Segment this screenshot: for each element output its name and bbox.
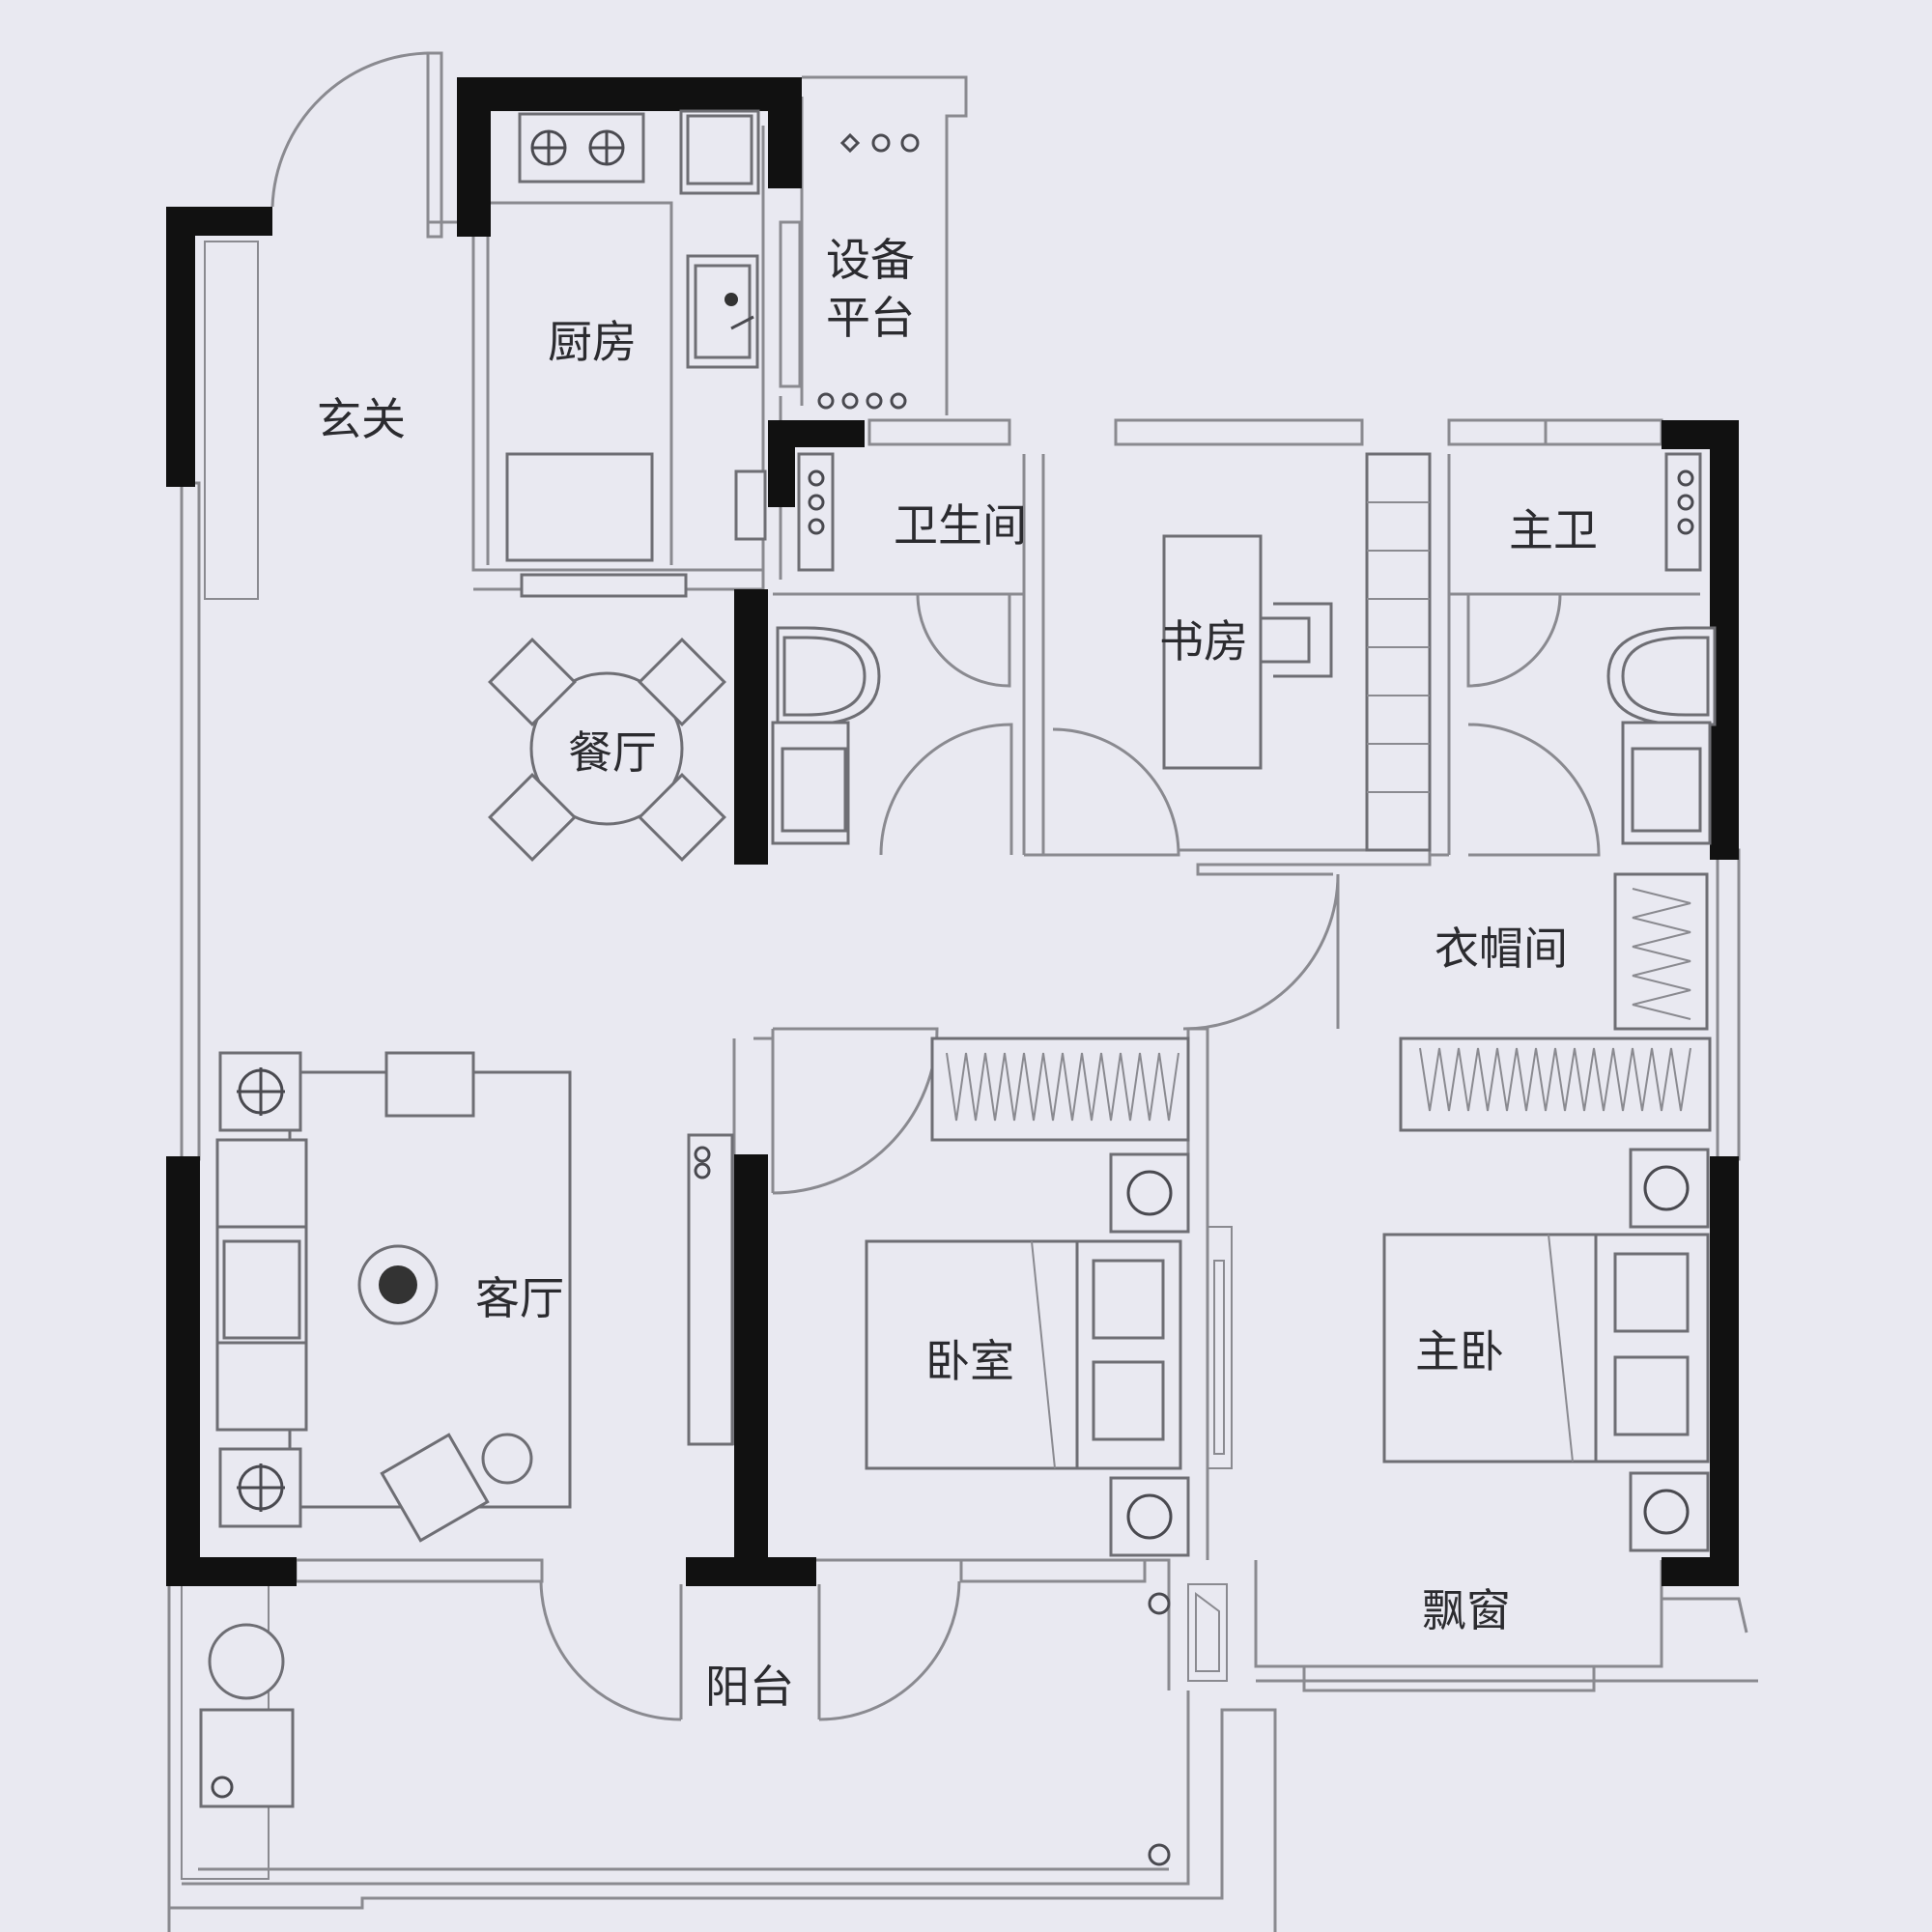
label-balcony: 阳台 (705, 1662, 794, 1712)
label-bay-window: 飘窗 (1422, 1585, 1511, 1635)
label-entrance: 玄关 (317, 394, 406, 444)
label-living-room: 客厅 (475, 1273, 564, 1323)
label-equipment-platform-1: 设备 (826, 235, 915, 285)
label-bathroom: 卫生间 (894, 500, 1027, 551)
label-master-bedroom: 主卧 (1415, 1326, 1504, 1377)
label-bedroom: 卧室 (925, 1336, 1014, 1386)
label-cloakroom: 衣帽间 (1435, 923, 1568, 974)
room-labels: 玄关 厨房 设备 平台 卫生间 书房 主卫 餐厅 衣帽间 客厅 卧室 主卧 飘窗… (317, 235, 1598, 1712)
label-dining-room: 餐厅 (568, 727, 657, 778)
label-study: 书房 (1159, 616, 1248, 667)
structural-walls (166, 77, 1739, 1586)
label-master-bathroom: 主卫 (1509, 505, 1598, 555)
label-kitchen: 厨房 (548, 317, 637, 367)
thin-outlines (167, 75, 1758, 1932)
label-equipment-platform-2: 平台 (826, 293, 915, 343)
furniture (199, 109, 1717, 1866)
